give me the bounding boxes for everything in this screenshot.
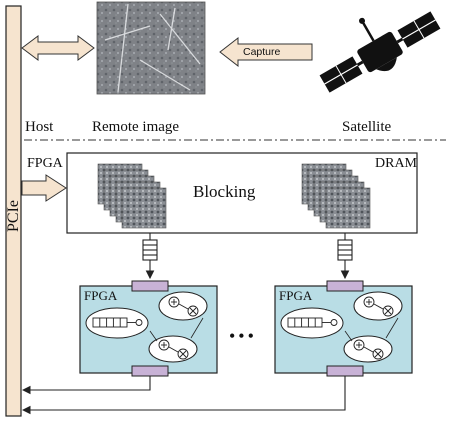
return-path-unit-1 — [21, 376, 151, 395]
satellite-label: Satellite — [342, 119, 392, 135]
pcie-to-fpga-arrow — [21, 174, 67, 202]
pcie-bus — [5, 5, 22, 417]
remote-image-streaks — [104, 3, 201, 93]
blocking-label: Blocking — [193, 182, 256, 201]
remote-image — [96, 1, 206, 95]
host-label: Host — [25, 119, 54, 135]
fifo-connector-right — [337, 233, 353, 280]
fpga-unit-2 — [274, 280, 413, 377]
capture-label: Capture — [243, 46, 281, 58]
pcie-label: PCIe — [5, 200, 22, 232]
image-block-stack-right — [301, 163, 371, 229]
capture-arrow — [219, 36, 313, 68]
fpga-unit-2-output-port — [326, 365, 364, 377]
fpga-unit-1-input-port — [131, 280, 169, 292]
fpga-unit-2-input-port — [326, 280, 364, 292]
fpga-top-label: FPGA — [27, 156, 63, 171]
dram-label: DRAM — [375, 156, 418, 171]
remote-image-label: Remote image — [92, 119, 180, 135]
ellipsis-label: ••• — [229, 326, 257, 346]
fpga-unit-1 — [79, 280, 218, 377]
fifo-connector-left — [142, 233, 158, 280]
fpga-unit-2-label: FPGA — [279, 288, 313, 303]
satellite-icon — [319, 11, 441, 93]
return-path-unit-2 — [21, 376, 346, 415]
fpga-unit-1-output-port — [131, 365, 169, 377]
image-block-stack-left — [97, 163, 167, 229]
host-image-double-arrow — [21, 35, 95, 61]
fpga-unit-1-label: FPGA — [84, 288, 118, 303]
